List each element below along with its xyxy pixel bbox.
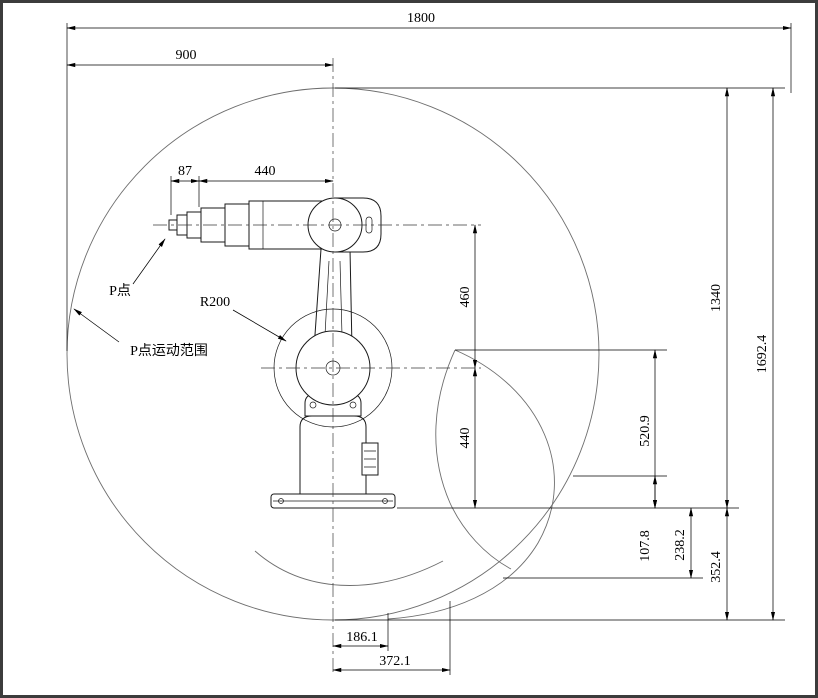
envelope-bottom-arc (254, 550, 444, 586)
leader-p-point (132, 238, 166, 285)
dim-bottom-near: 186.1 (346, 630, 378, 645)
base-bolt-left (278, 498, 284, 504)
envelope-notch-arc-inner (435, 349, 512, 570)
dim-bottom-far: 372.1 (379, 654, 411, 669)
upper-arm-detail (324, 260, 343, 336)
leader-r200 (232, 309, 287, 342)
dim-overall-width: 1800 (407, 11, 435, 26)
dim-notch-to-base: 520.9 (638, 415, 653, 447)
label-p-point: P点 (109, 283, 131, 299)
annotation-labels: P点 R200 P点运动范围 (109, 283, 230, 359)
robot-envelope-drawing: 1800 900 87 440 460 440 520.9 107.8 238.… (66, 11, 792, 675)
dim-overall-height: 1692.4 (755, 335, 770, 374)
leader-p-range (73, 308, 120, 343)
turret-bolt-left (309, 401, 317, 409)
dim-wrist-to-axis: 440 (255, 164, 276, 179)
dimension-texts: 1800 900 87 440 460 440 520.9 107.8 238.… (176, 11, 771, 669)
dim-tool-len: 87 (178, 164, 192, 179)
label-r200: R200 (200, 295, 230, 310)
dim-below-base-mid: 238.2 (673, 529, 688, 561)
extension-lines (66, 23, 792, 675)
dim-reach-left: 900 (176, 48, 197, 63)
label-p-range: P点运动范围 (130, 342, 208, 359)
dim-offset-small: 107.8 (638, 530, 653, 562)
connector-slots (364, 450, 376, 468)
base-bolt-right (382, 498, 388, 504)
centerlines (153, 58, 481, 675)
leader-lines (73, 238, 287, 343)
turret-bolt-right (349, 401, 357, 409)
dimension-lines (66, 25, 792, 673)
dim-elbow-to-shoulder: 460 (458, 287, 473, 308)
dim-below-base-max: 352.4 (709, 551, 724, 583)
envelope-notch-arc-outer (387, 349, 555, 620)
dim-shoulder-to-base: 440 (458, 428, 473, 449)
dim-top-to-base: 1340 (709, 284, 724, 312)
